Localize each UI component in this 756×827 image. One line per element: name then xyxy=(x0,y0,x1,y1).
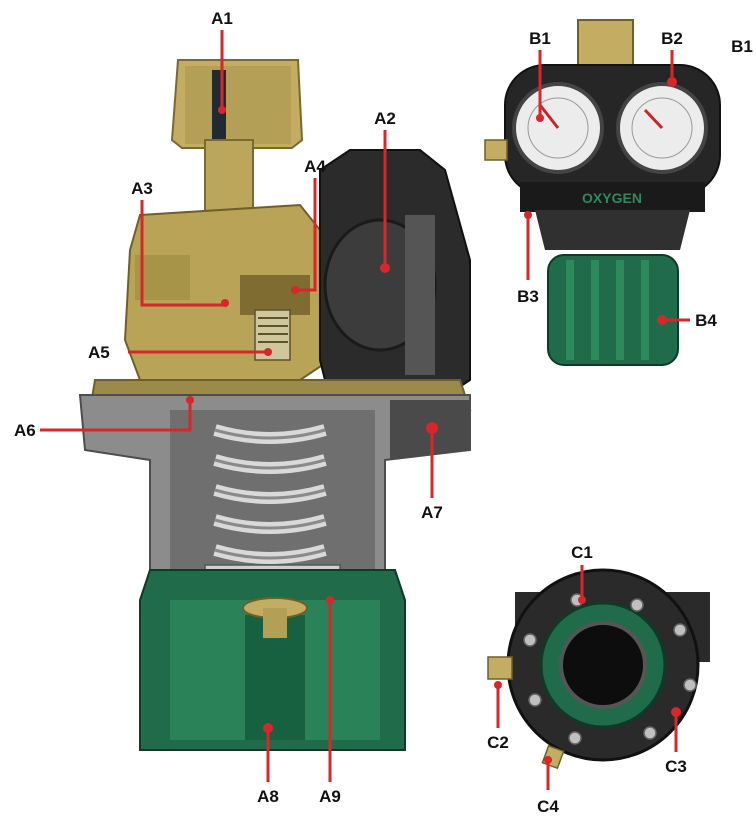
regulator-front-view: OXYGEN xyxy=(484,19,721,366)
regulator-bottom-view xyxy=(487,568,710,770)
label-a4: A4 xyxy=(304,157,326,176)
regulator-band-text: OXYGEN xyxy=(582,190,642,206)
regulator-cutaway-illustration xyxy=(78,59,472,751)
label-c1: C1 xyxy=(571,543,593,562)
label-b3: B3 xyxy=(517,287,539,306)
label-a5: A5 xyxy=(88,343,110,362)
label-b2: B2 xyxy=(661,29,683,48)
label-a6: A6 xyxy=(14,421,36,440)
label-a2: A2 xyxy=(374,109,396,128)
label-a3: A3 xyxy=(131,179,153,198)
leader-a6 xyxy=(40,400,192,432)
label-b4: B4 xyxy=(695,311,717,330)
part-labels: A1 A2 A3 A4 A5 A6 A7 A8 A9 B1 B2 B1 B3 B… xyxy=(14,9,753,816)
label-a1: A1 xyxy=(211,9,233,28)
label-c2: C2 xyxy=(487,733,509,752)
label-b1: B1 xyxy=(529,29,551,48)
label-c3: C3 xyxy=(665,757,687,776)
label-a9: A9 xyxy=(319,787,341,806)
label-c4: C4 xyxy=(537,797,559,816)
leader-a4 xyxy=(295,178,317,292)
leader-a3 xyxy=(140,200,225,307)
label-a8: A8 xyxy=(257,787,279,806)
label-a7: A7 xyxy=(421,503,443,522)
label-b1-right: B1 xyxy=(731,37,753,56)
leader-lines xyxy=(40,30,690,790)
